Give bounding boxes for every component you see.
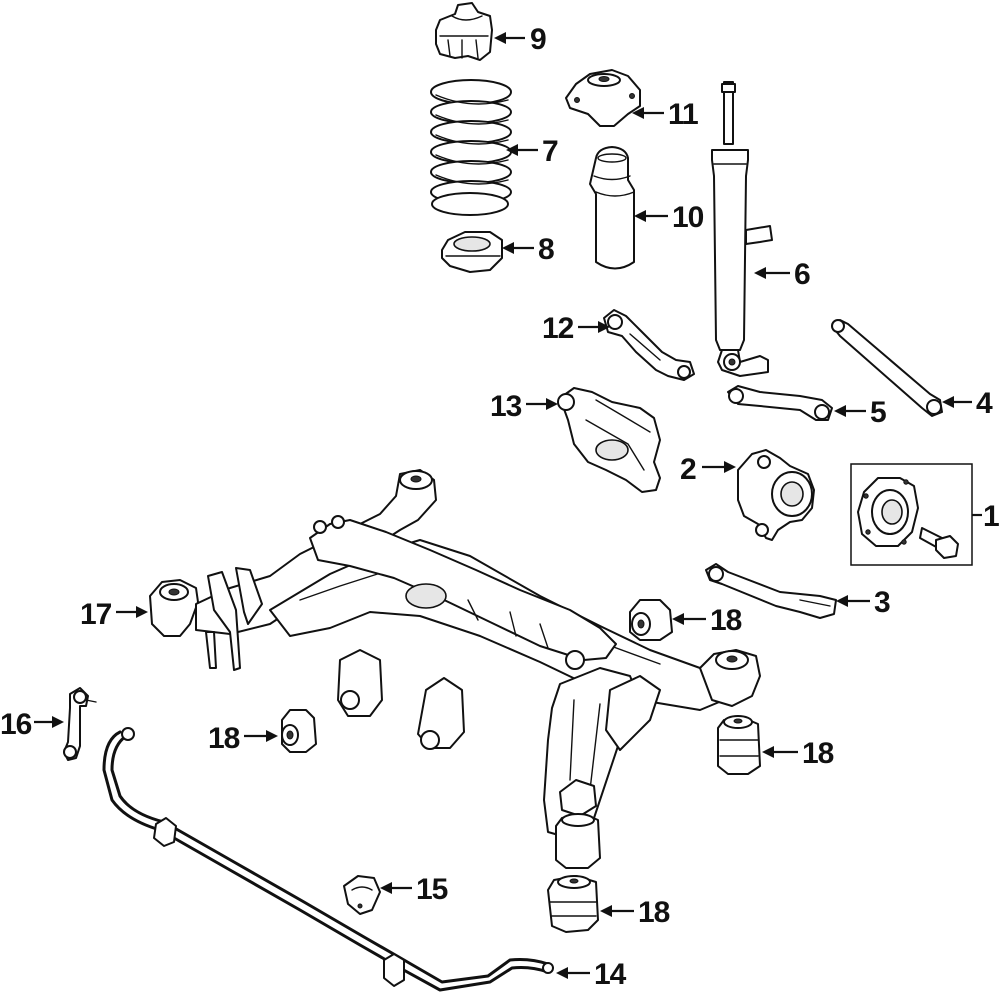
callout-14: 14: [556, 958, 628, 991]
callout-15: 15: [380, 873, 449, 906]
callout-18a-label: 18: [710, 604, 742, 637]
callout-18d: 18: [600, 896, 671, 929]
part-13-lower-wishbone: [557, 387, 661, 493]
callout-14-label: 14: [594, 958, 627, 991]
callout-2-label: 2: [680, 453, 696, 486]
callout-18a: 18: [672, 604, 743, 637]
callout-5-label: 5: [870, 396, 886, 429]
part-18-bushing-c: [717, 715, 761, 775]
callout-4: 4: [942, 387, 994, 420]
callout-12-label: 12: [542, 312, 574, 345]
part-9-spring-seat-upper: [435, 2, 493, 61]
callout-13: 13: [490, 390, 558, 423]
callout-16-label: 16: [0, 708, 32, 741]
callout-13-label: 13: [490, 390, 522, 423]
subframe-mount-bushing: [555, 813, 601, 869]
callout-18b: 18: [208, 722, 278, 755]
part-15-stabilizer-bracket: [343, 875, 381, 915]
callouts: 9 7 8 11 10 6 12: [0, 23, 1000, 991]
callout-11-label: 11: [668, 98, 698, 131]
callout-18d-label: 18: [638, 896, 670, 929]
callout-6: 6: [754, 258, 811, 291]
part-1-hub-bearing-assembly: [850, 463, 973, 566]
callout-11: 11: [632, 98, 699, 131]
callout-4-label: 4: [976, 387, 993, 420]
callout-18b-label: 18: [208, 722, 240, 755]
callout-6-label: 6: [794, 258, 810, 291]
callout-3-label: 3: [874, 586, 890, 619]
part-14-stabilizer-bar: [102, 727, 554, 992]
callout-18c: 18: [762, 737, 835, 770]
callout-8: 8: [502, 233, 555, 266]
callout-18c-label: 18: [802, 737, 834, 770]
callout-5: 5: [834, 396, 887, 429]
part-12-upper-control-arm: [603, 309, 695, 381]
part-7-coil-spring: [430, 79, 512, 216]
part-17-rear-subframe: [149, 469, 761, 841]
callout-7: 7: [506, 135, 559, 168]
callout-9: 9: [494, 23, 547, 56]
callout-1: 1: [983, 500, 1000, 533]
callout-9-label: 9: [530, 23, 546, 56]
callout-17-label: 17: [80, 598, 112, 631]
callout-17: 17: [80, 598, 148, 631]
callout-16: 16: [0, 708, 64, 741]
callout-1-label: 1: [983, 500, 999, 533]
part-8-spring-seat-lower: [441, 231, 503, 273]
part-18-bushing-a: [629, 599, 673, 641]
part-6-shock-absorber: [711, 81, 773, 377]
part-2-wheel-knuckle: [737, 449, 815, 541]
part-3-lower-link: [705, 563, 837, 619]
callout-3: 3: [836, 586, 891, 619]
part-16-stabilizer-link: [63, 687, 97, 761]
callout-10: 10: [634, 201, 705, 234]
callout-10-label: 10: [672, 201, 704, 234]
callout-7-label: 7: [542, 135, 558, 168]
part-4-toe-link: [831, 319, 943, 417]
callout-8-label: 8: [538, 233, 554, 266]
part-18-bushing-d: [547, 875, 599, 933]
callout-12: 12: [542, 312, 610, 345]
part-10-dust-boot: [589, 146, 635, 270]
callout-2: 2: [680, 453, 736, 486]
part-11-strut-top-mount: [565, 69, 641, 127]
callout-15-label: 15: [416, 873, 448, 906]
part-18-bushing-b: [281, 709, 317, 753]
part-5-camber-link: [727, 385, 833, 421]
